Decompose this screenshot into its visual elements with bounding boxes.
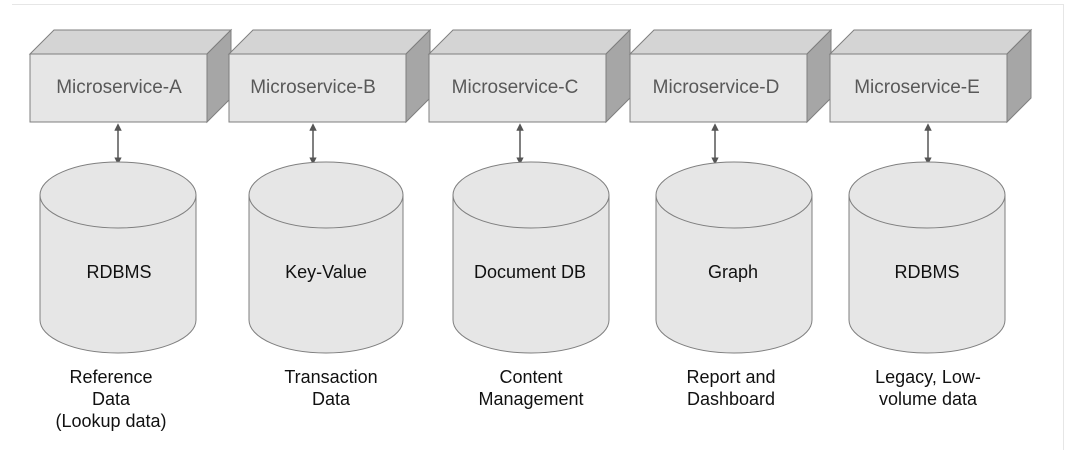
- caption-d-line-1: Report and: [686, 367, 776, 387]
- caption-e-line-2: volume data: [878, 389, 978, 409]
- database-a-cylinder-body: [39, 194, 197, 354]
- microservice-e-label: Microservice-E: [854, 77, 980, 98]
- microservice-b-box-top: [227, 29, 432, 55]
- caption-c: Content Management: [436, 366, 626, 410]
- caption-c-line-1: Content: [499, 367, 563, 387]
- microservice-b-label: Microservice-B: [250, 77, 376, 98]
- database-c-label: Document DB: [473, 262, 587, 282]
- caption-b: Transaction Data: [236, 366, 426, 410]
- caption-e-line-1: Legacy, Low-: [875, 367, 981, 387]
- caption-b-line-1: Transaction: [284, 367, 378, 387]
- database-c-cylinder-top: [452, 161, 610, 229]
- microservice-d-label: Microservice-D: [652, 77, 780, 98]
- caption-b-line-2: Data: [311, 389, 351, 409]
- caption-e: Legacy, Low- volume data: [833, 366, 1023, 410]
- microservice-e-box-front: [829, 53, 1008, 123]
- microservice-e-box-top: [828, 29, 1033, 55]
- database-e-label: RDBMS: [894, 262, 960, 282]
- database-a-cylinder-top: [39, 161, 197, 229]
- caption-a-line-2: Data: [91, 389, 131, 409]
- microservice-a-box-front: [29, 53, 208, 123]
- microservice-d-box-front: [629, 53, 808, 123]
- database-a-label: RDBMS: [86, 262, 152, 282]
- database-b-cylinder-top: [248, 161, 404, 229]
- microservice-b-box-front: [228, 53, 407, 123]
- microservice-a-label: Microservice-A: [56, 77, 182, 98]
- database-e-cylinder-body: [848, 194, 1006, 354]
- microservice-c-label: Microservice-C: [451, 77, 579, 98]
- database-e-cylinder-top: [848, 161, 1006, 229]
- database-d-cylinder-top: [655, 161, 813, 229]
- caption-a: Reference Data (Lookup data): [16, 366, 206, 432]
- caption-d-line-2: Dashboard: [686, 389, 776, 409]
- frame-right-border: [1063, 4, 1064, 450]
- database-b-cylinder-body: [248, 194, 404, 354]
- caption-c-line-2: Management: [478, 389, 584, 409]
- database-d-cylinder-body: [655, 194, 813, 354]
- caption-d: Report and Dashboard: [636, 366, 826, 410]
- caption-a-line-3: (Lookup data): [55, 411, 167, 431]
- microservice-a-box-top: [28, 29, 233, 55]
- database-d-label: Graph: [707, 262, 759, 282]
- database-c-cylinder-body: [452, 194, 610, 354]
- microservice-d-box-top: [628, 29, 833, 55]
- database-b-label: Key-Value: [285, 262, 367, 282]
- microservice-c-box-front: [428, 53, 607, 123]
- frame-top-border: [12, 4, 1064, 5]
- caption-a-line-1: Reference: [69, 367, 153, 387]
- microservice-c-box-top: [427, 29, 632, 55]
